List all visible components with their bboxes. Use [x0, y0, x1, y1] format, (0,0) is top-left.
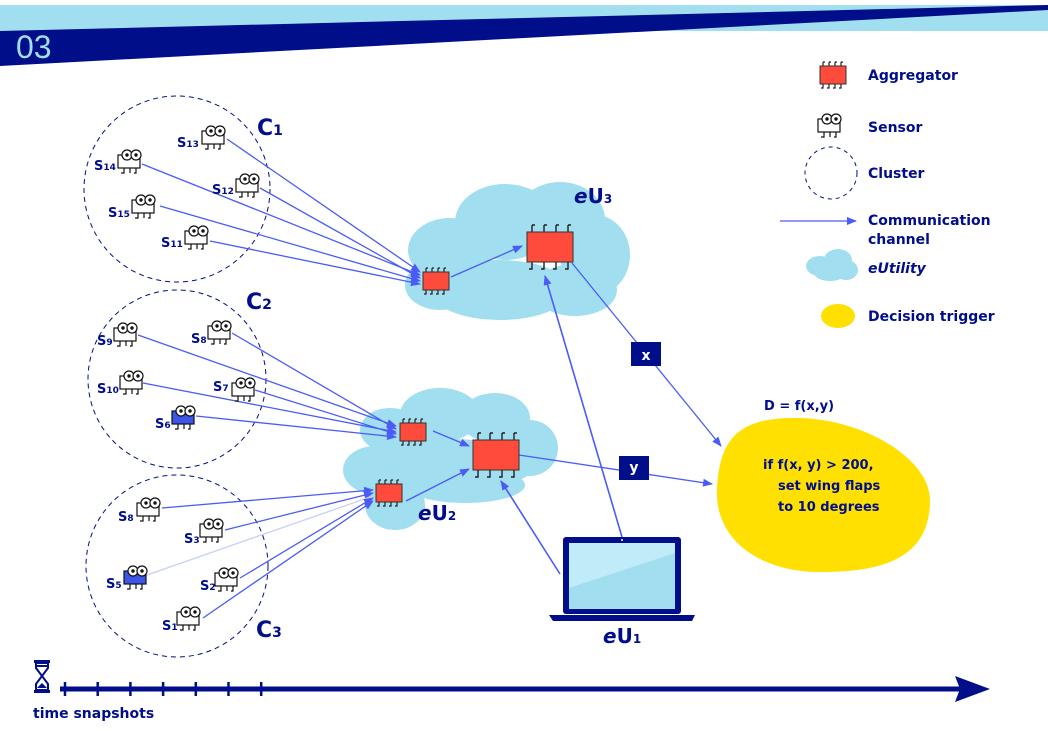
timeline-label: time snapshots — [33, 706, 154, 722]
timeline-ticks — [63, 682, 263, 696]
legend-label-cluster: Cluster — [868, 166, 925, 182]
sensor-s2 — [214, 567, 239, 592]
sensor-s12 — [235, 173, 260, 198]
sensor-s9 — [113, 322, 138, 347]
label-s13: S13 — [177, 136, 199, 151]
eutility-label-eu3: eU3 — [574, 184, 612, 208]
timeline: time snapshots — [33, 660, 990, 722]
legend-label-channel: channel — [868, 232, 930, 248]
cluster-c3 — [85, 474, 269, 658]
cluster-label-c1: C1 — [257, 116, 283, 141]
legend-aggregator-icon — [819, 61, 847, 89]
label-s2: S2 — [200, 579, 216, 594]
eutility-label-eu2: eU2 — [418, 501, 456, 525]
cluster-c2 — [87, 289, 267, 469]
header-navy-wedge — [0, 5, 1048, 66]
label-s8-c3: S8 — [118, 510, 134, 525]
label-s7: S7 — [213, 380, 229, 395]
aggregator-eu3 — [526, 224, 574, 270]
legend-sensor-icon — [817, 113, 842, 138]
sensor-s15 — [131, 194, 156, 219]
sensor-s7 — [231, 377, 256, 402]
label-s3: S3 — [184, 532, 200, 547]
sensor-s6 — [171, 405, 196, 430]
label-s1: S1 — [162, 619, 178, 634]
cluster-c1 — [83, 95, 271, 283]
timeline-arrowhead — [955, 676, 990, 702]
legend-cloud-icon — [806, 249, 858, 281]
label-s12: S12 — [212, 183, 234, 198]
label-s10: S10 — [97, 382, 119, 397]
laptop-icon — [549, 537, 695, 621]
legend-label-eutility: eUtility — [868, 261, 927, 277]
sensor-s14 — [117, 149, 142, 174]
decision-trigger-blob — [716, 417, 930, 572]
label-s14: S14 — [94, 159, 116, 174]
sensor-s13 — [201, 125, 226, 150]
sensor-s11 — [184, 225, 209, 250]
label-s6: S6 — [155, 417, 171, 432]
legend-label-communication: Communication — [868, 213, 991, 229]
variable-y-tag: y — [619, 456, 649, 480]
header-banner: 03 — [0, 5, 1048, 66]
variable-y-label: y — [629, 460, 638, 476]
label-s8-c2: S8 — [191, 332, 207, 347]
decision-line-2: set wing flaps — [778, 479, 881, 494]
label-s11: S11 — [161, 236, 183, 251]
sensor-s8-c3 — [136, 497, 161, 522]
cluster-label-c3: C3 — [256, 618, 282, 643]
eutility-label-eu1: eU1 — [603, 624, 641, 648]
legend-decision-icon — [821, 304, 855, 328]
variable-x-label: x — [641, 348, 650, 364]
aggregator-c1 — [422, 267, 450, 295]
label-s5: S5 — [106, 577, 122, 592]
slide-number: 03 — [16, 29, 52, 65]
hourglass-icon — [34, 660, 50, 693]
variable-x-tag: x — [631, 342, 661, 366]
sensor-s5 — [123, 565, 148, 590]
decision-line-3: to 10 degrees — [778, 500, 880, 515]
sensor-s10 — [119, 370, 144, 395]
label-s15: S15 — [108, 206, 130, 221]
sensor-s1 — [176, 606, 201, 631]
cluster-label-c2: C2 — [246, 290, 272, 315]
legend-cluster-icon — [804, 146, 858, 200]
legend-label-decision: Decision trigger — [868, 309, 995, 325]
aggregator-c3 — [375, 479, 403, 507]
aggregator-eu2 — [472, 432, 520, 478]
aggregator-c2 — [399, 418, 427, 446]
legend: Aggregator Sensor Cluster Communication … — [780, 61, 995, 328]
legend-label-aggregator: Aggregator — [868, 68, 958, 84]
label-s9: S9 — [97, 334, 113, 349]
legend-label-sensor: Sensor — [868, 120, 922, 136]
sensor-s3 — [199, 518, 224, 543]
sensor-s8-c2 — [207, 320, 232, 345]
decision-line-1: if f(x, y) > 200, — [763, 458, 874, 473]
decision-formula: D = f(x,y) — [764, 399, 834, 414]
